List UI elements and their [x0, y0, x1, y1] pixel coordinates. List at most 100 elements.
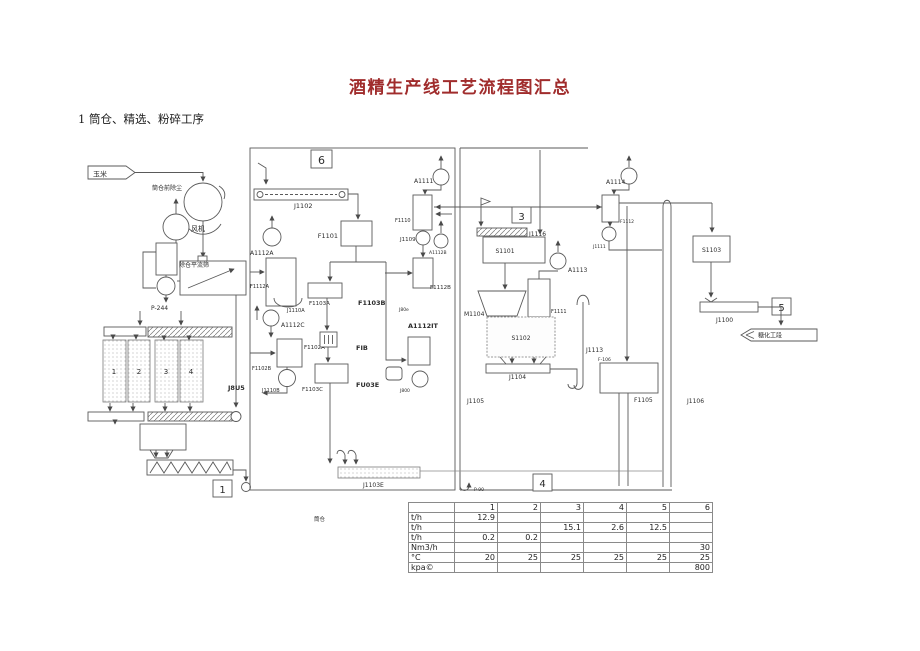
trough-j1110a: J1110A	[273, 297, 305, 314]
filter-a1111-f1110: A1111 F1110	[395, 155, 602, 231]
riser-duct-j1106	[662, 199, 672, 487]
j1110b-label: J1110B	[261, 388, 280, 394]
fu03e-label: FU03E	[356, 381, 379, 389]
silo-4-label: 4	[189, 368, 194, 376]
f1112a-label: F1112A	[250, 284, 270, 290]
j1110a-label: J1110A	[286, 308, 305, 314]
s1103-label: S1103	[702, 247, 721, 254]
table-cell	[497, 542, 541, 553]
table-row-label: Nm3/h	[408, 542, 455, 553]
table-row: kpa© 800	[408, 562, 713, 573]
table-cell: 0.2	[497, 532, 541, 543]
pneumatic-duct-j1113: J1113 F-106	[573, 294, 611, 390]
table-cell	[497, 562, 541, 573]
f1111-label: F1111	[551, 309, 567, 315]
rotary-valves-j1109: J1109 A1112B F1112B	[385, 220, 451, 291]
node-4-label: 4	[539, 479, 545, 490]
cyclone-s1103: S1103	[692, 203, 731, 303]
trough-chain-conveyor: 1	[146, 459, 251, 498]
table-row-label: kpa©	[408, 562, 455, 573]
table-cell	[626, 562, 670, 573]
node-3-label: 3	[518, 212, 524, 223]
legend-annotations: F1103B J80e A1112IT FIB FU03E J800	[356, 299, 439, 394]
table-cell	[497, 522, 541, 533]
flat-screen-unit: 除仓平流筛 P-244	[142, 242, 209, 312]
pre-silo-cyclone: 筒仓前除尘	[152, 182, 226, 258]
table-row-label: t/h	[408, 522, 455, 533]
table-cell: 30	[669, 542, 713, 553]
table-row-label: t/h	[408, 512, 455, 523]
filter-a1112a-f1112a: A1112A F1112A	[250, 215, 297, 307]
flour-bin-f1105: F1105 J1106 J1105	[466, 206, 704, 486]
feeder-s1101: S1101	[482, 236, 546, 290]
a1112c-label: A1112C	[281, 322, 305, 329]
table-cell	[583, 532, 627, 543]
table-cell	[540, 562, 584, 573]
silo-2-label: 2	[137, 368, 141, 376]
f106-label: F-106	[598, 357, 611, 363]
table-cell: 20	[454, 552, 498, 563]
table-cell: 25	[540, 552, 584, 563]
j1113-label: J1113	[585, 347, 603, 354]
right-section-border	[459, 147, 672, 491]
table-corner-cell	[408, 502, 455, 513]
f1102b-label: F1102B	[252, 366, 272, 372]
a1112a-label: A1112A	[250, 250, 274, 257]
table-cell	[454, 522, 498, 533]
corn-label: 玉米	[93, 170, 107, 179]
f1103a-label: F1103A	[309, 301, 330, 307]
table-cell: 25	[626, 552, 670, 563]
p244-label: P-244	[151, 305, 168, 312]
table-row-label: °C	[408, 552, 455, 563]
f1112-label: F1112	[620, 219, 634, 225]
j80e-label: J80e	[398, 307, 409, 313]
table-cell: 2.6	[583, 522, 627, 533]
j800-label: J800	[399, 388, 410, 394]
table-cell: 25	[583, 552, 627, 563]
node-6-label: 6	[318, 154, 325, 167]
f1103c-label: F1103C	[302, 387, 323, 393]
f1101-label: F1101	[318, 232, 338, 240]
table-cell	[454, 562, 498, 573]
magnetic-separator-box	[177, 255, 247, 408]
scalper-j1116: 3 J1116	[476, 150, 546, 238]
f1103b-label: F1103B	[358, 299, 386, 307]
table-cell	[583, 562, 627, 573]
outfeed-j1100: J1100 5 糖化工段	[699, 297, 818, 342]
a1113-label: A1113	[568, 267, 588, 274]
j1116-label: J1116	[528, 231, 546, 238]
table-cell	[583, 542, 627, 553]
fan-label: 风机	[191, 224, 205, 233]
j1109-label: J1109	[399, 237, 416, 243]
table-cell	[454, 542, 498, 553]
table-cell: 25	[669, 552, 713, 563]
table-col-header: 2	[497, 502, 541, 513]
table-cell: 12.9	[454, 512, 498, 523]
table-cell	[626, 512, 670, 523]
table-cell	[669, 522, 713, 533]
a1114-label: A1114	[606, 179, 626, 186]
node-5-label: 5	[778, 303, 784, 314]
j8u5-label: J8U5	[227, 384, 245, 392]
silo-infeed-conveyors	[103, 311, 233, 341]
table-col-header: 5	[626, 502, 670, 513]
node-1-label: 1	[219, 485, 225, 496]
pre-silo-dust-label: 筒仓前除尘	[152, 184, 182, 192]
table-cell	[540, 542, 584, 553]
filter-a1113-f1111: A1113 F1111	[527, 240, 588, 318]
table-cell: 15.1	[540, 522, 584, 533]
table-cell: 800	[669, 562, 713, 573]
table-cell	[540, 512, 584, 523]
hopper-f1101: F1101	[318, 220, 407, 363]
table-cell	[497, 512, 541, 523]
storage-silos: 1 2 3 4 J8U5	[102, 339, 245, 403]
corn-infeed: 玉米	[87, 165, 206, 182]
